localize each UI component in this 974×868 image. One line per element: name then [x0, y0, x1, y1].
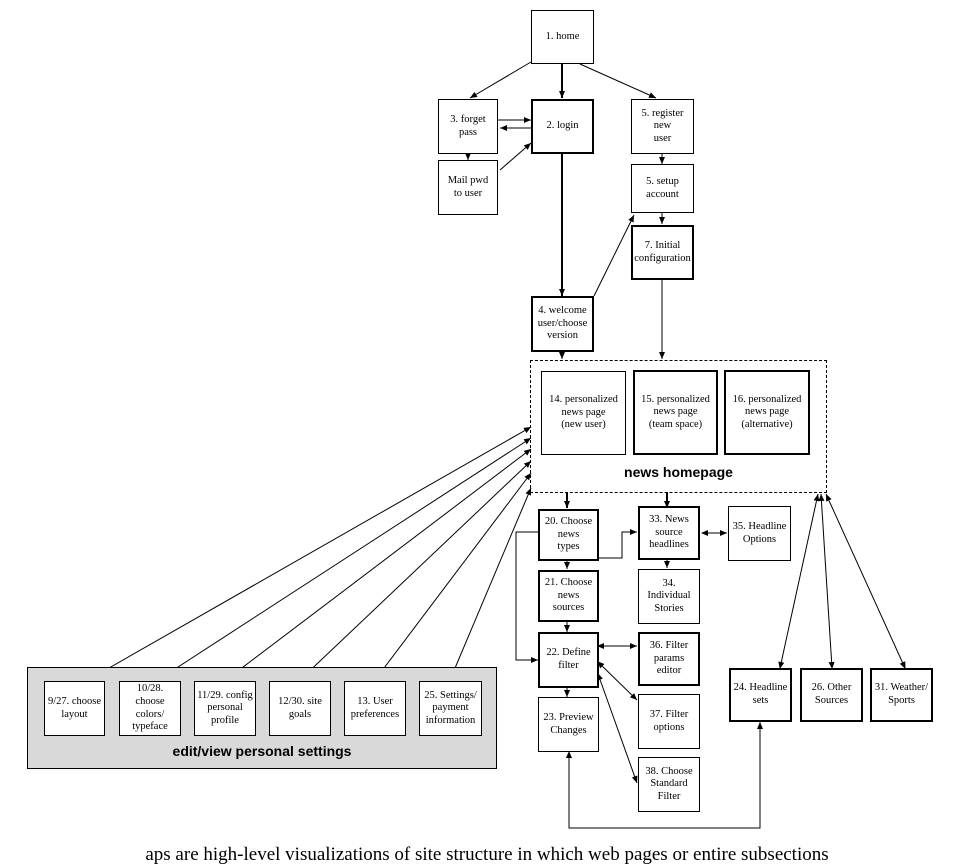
node-site-goals: 12/30. site goals: [269, 681, 331, 736]
figure-caption: aps are high-level visualizations of sit…: [145, 844, 829, 865]
node-personalized-team-space: 15. personalized news page (team space): [633, 370, 718, 455]
node-user-preferences: 13. User preferences: [344, 681, 406, 736]
personal-settings-label: edit/view personal settings: [172, 743, 352, 759]
node-choose-standard-filter: 38. Choose Standard Filter: [638, 757, 700, 812]
personal-settings-group: [27, 667, 497, 769]
node-settings-payment: 25. Settings/ payment information: [419, 681, 482, 736]
node-choose-news-sources: 21. Choose news sources: [538, 570, 599, 622]
node-forget-pass: 3. forget pass: [438, 99, 498, 154]
news-homepage-group: [530, 360, 827, 493]
node-mail-pwd: Mail pwd to user: [438, 160, 498, 215]
node-choose-layout: 9/27. choose layout: [44, 681, 105, 736]
node-login: 2. login: [531, 99, 594, 154]
node-welcome: 4. welcome user/choose version: [531, 296, 594, 352]
node-news-source-headlines: 33. News source headlines: [638, 506, 700, 560]
node-preview-changes: 23. Preview Changes: [538, 697, 599, 752]
node-setup-account: 5. setup account: [631, 164, 694, 213]
node-choose-colors: 10/28. choose colors/ typeface: [119, 681, 181, 736]
node-filter-options: 37. Filter options: [638, 694, 700, 749]
node-headline-options: 35. Headline Options: [728, 506, 791, 561]
node-other-sources: 26. Other Sources: [800, 668, 863, 722]
node-initial-configuration: 7. Initial configuration: [631, 225, 694, 280]
node-choose-news-types: 20. Choose news types: [538, 509, 599, 561]
node-headline-sets: 24. Headline sets: [729, 668, 792, 722]
node-weather-sports: 31. Weather/ Sports: [870, 668, 933, 722]
node-define-filter: 22. Define filter: [538, 632, 599, 688]
node-personalized-new-user: 14. personalized news page (new user): [541, 371, 626, 455]
node-filter-params-editor: 36. Filter params editor: [638, 632, 700, 686]
news-homepage-label: news homepage: [624, 464, 733, 480]
node-individual-stories: 34. Individual Stories: [638, 569, 700, 624]
node-register: 5. register new user: [631, 99, 694, 154]
node-personalized-alternative: 16. personalized news page (alternative): [724, 370, 810, 455]
node-config-profile: 11/29. config personal profile: [194, 681, 256, 736]
node-home: 1. home: [531, 10, 594, 64]
